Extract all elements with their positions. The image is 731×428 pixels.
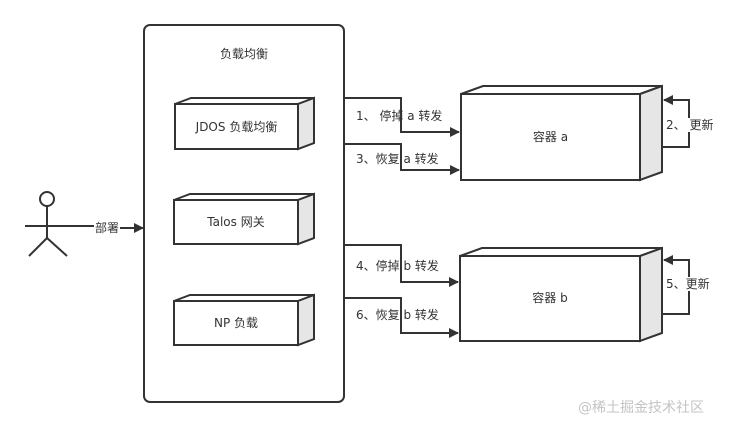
edge-stop-b-label: 4、停掉 b 转发 bbox=[356, 259, 439, 273]
container-b-label: 容器 b bbox=[532, 291, 568, 305]
edge-stop-b bbox=[344, 244, 459, 287]
edge-restore-b-label: 6、恢复 b 转发 bbox=[356, 308, 439, 322]
jdos-node-label: JDOS 负载均衡 bbox=[195, 120, 278, 134]
talos-node bbox=[173, 192, 315, 246]
edge-update-a-label: 2、 更新 bbox=[666, 118, 714, 132]
jdos-node bbox=[174, 96, 315, 151]
edge-stop-a-label: 1、 停掉 a 转发 bbox=[356, 109, 443, 123]
edge-restore-b bbox=[344, 297, 459, 338]
watermark: @稀土掘金技术社区 bbox=[578, 400, 704, 416]
talos-node-label: Talos 网关 bbox=[207, 215, 265, 229]
np-node bbox=[173, 293, 315, 347]
edge-restore-a bbox=[344, 143, 460, 175]
np-node-label: NP 负载 bbox=[213, 316, 259, 330]
deploy-label: 部署 bbox=[94, 221, 121, 235]
container-a bbox=[460, 84, 663, 182]
edge-restore-a-label: 3、恢复 a 转发 bbox=[356, 152, 439, 166]
edge-stop-a bbox=[344, 97, 460, 137]
edge-update-b-label: 5、更新 bbox=[666, 277, 710, 291]
group-title: 负载均衡 bbox=[219, 47, 268, 61]
actor-icon bbox=[25, 191, 95, 257]
container-a-label: 容器 a bbox=[532, 130, 569, 144]
container-b bbox=[459, 246, 663, 343]
